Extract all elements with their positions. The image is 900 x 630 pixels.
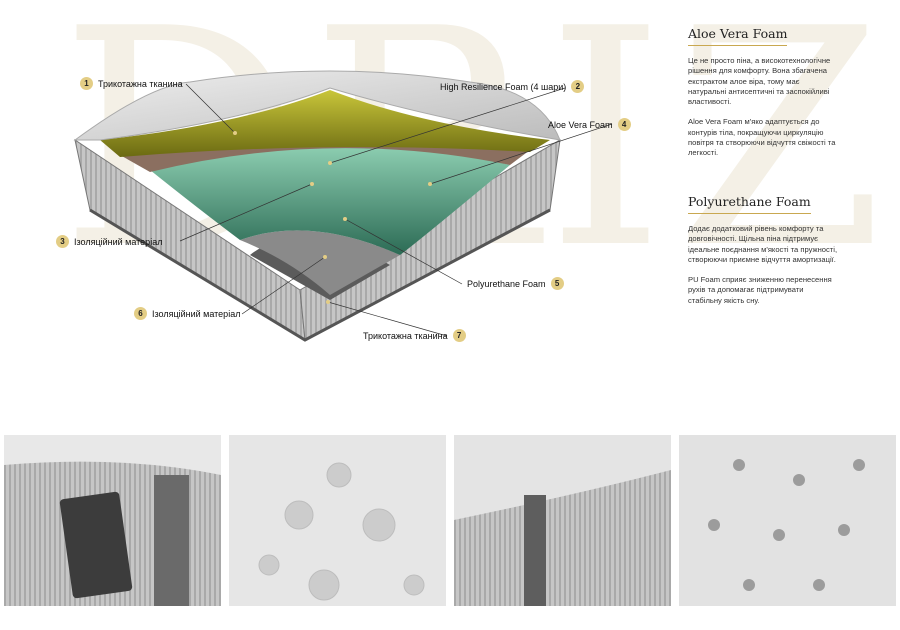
callout-label: Трикотажна тканина [98,78,183,89]
callout-number: 1 [80,77,93,90]
mattress-cutaway-diagram [73,70,613,342]
callout-number: 5 [550,277,564,290]
polyurethane-section: Polyurethane Foam Додає додатковий рівен… [688,193,838,306]
mattress-top-fabric [73,70,561,141]
aloe-vera-section: Aloe Vera Foam Це не просто піна, а висо… [688,25,838,158]
callout-label: High Resilience Foam (4 шари) [440,81,567,92]
callout-label: Aloe Vera Foam [548,119,613,130]
callout-3: 3 Ізоляційний матеріал [56,235,162,248]
photo-strip [4,435,896,606]
section-paragraph: Aloe Vera Foam м'яко адаптується до конт… [688,117,836,157]
section-paragraph: Додає додатковий рівень комфорту та довг… [688,224,838,264]
callout-label: Polyurethane Foam [467,278,546,289]
callout-4: Aloe Vera Foam 4 [548,118,631,131]
callout-label: Ізоляційний матеріал [152,308,241,319]
section-title: Aloe Vera Foam [688,26,788,46]
high-resilience-foam-layer [100,90,550,157]
callout-1: 1 Трикотажна тканина [80,77,183,90]
quilted-pattern-closeup-icon [229,435,446,606]
mattress-label-closeup-icon [4,435,221,606]
callout-6: 6 Ізоляційний матеріал [134,307,240,320]
callout-2: High Resilience Foam (4 шари) 2 [440,80,585,93]
callout-number: 7 [452,329,466,342]
section-paragraph: PU Foam сприяє зниженню перенесення рухі… [688,275,832,305]
callout-7: Трикотажна тканина 7 [363,329,466,342]
callout-label: Ізоляційний матеріал [74,236,163,247]
section-title: Polyurethane Foam [688,194,811,214]
callout-number: 3 [56,235,69,248]
callout-number: 2 [571,80,585,93]
callout-5: Polyurethane Foam 5 [467,277,564,290]
polyurethane-foam-layer [240,230,400,295]
section-paragraph: Це не просто піна, а високотехнологічне … [688,56,831,106]
callout-number: 6 [134,307,147,320]
mattress-side-panel-icon [454,435,671,606]
callout-label: Трикотажна тканина [363,330,448,341]
callout-number: 4 [617,118,631,131]
tufted-top-closeup-icon [679,435,896,606]
aloe-vera-foam-layer [150,143,510,255]
